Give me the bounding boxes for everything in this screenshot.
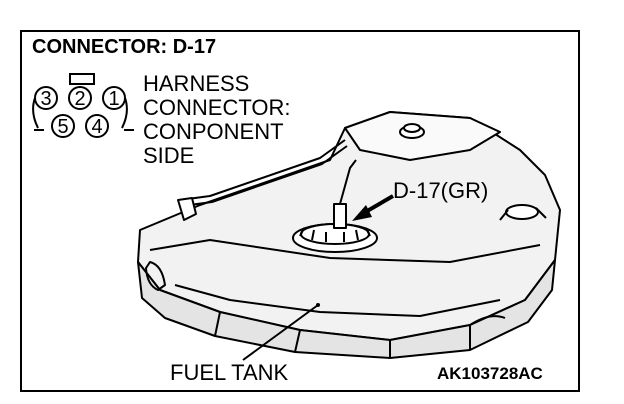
harness-line-2: CONNECTOR: xyxy=(143,95,291,120)
pin-4 xyxy=(85,114,109,138)
connector-title: CONNECTOR: D-17 xyxy=(32,36,217,58)
pin-4-label: 4 xyxy=(91,116,102,138)
connector-callout-label: D-17(GR) xyxy=(393,178,489,203)
pin-1-label: 1 xyxy=(108,88,119,110)
diagram-frame xyxy=(20,30,580,392)
figure-code: AK103728AC xyxy=(437,364,543,383)
fuel-tank-label: FUEL TANK xyxy=(170,360,289,385)
harness-line-1: HARNESS xyxy=(143,71,250,96)
connector-callout-arrow xyxy=(352,194,395,221)
pin-2-label: 2 xyxy=(74,88,85,110)
fuel-tank-leader-dot xyxy=(316,303,320,307)
harness-line-3: CONPONENT xyxy=(143,119,284,144)
pin-5 xyxy=(51,114,75,138)
pin-2 xyxy=(68,86,92,110)
fuel-tank-illustration xyxy=(137,111,561,359)
pin-3-label: 3 xyxy=(40,88,51,110)
pin-5-label: 5 xyxy=(57,116,68,138)
harness-connector-description: HARNESS CONNECTOR: CONPONENT SIDE xyxy=(143,72,291,168)
connector-pinout-icon xyxy=(32,73,134,138)
harness-line-4: SIDE xyxy=(143,143,195,168)
fuel-tank-leader-line xyxy=(242,304,319,361)
